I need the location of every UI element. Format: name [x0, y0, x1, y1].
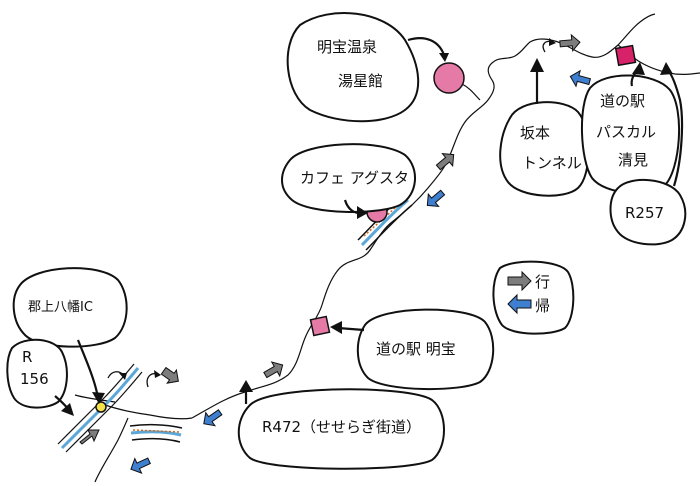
route-road-ic	[104, 404, 193, 420]
label-r257: R257	[625, 204, 664, 222]
label-blob-onsen	[286, 12, 420, 123]
return-arrow	[130, 457, 151, 474]
label-blob-tunnel	[499, 101, 590, 197]
return-arrow	[569, 69, 592, 88]
label-r156-1: R	[22, 348, 32, 366]
legend-go-label: 行	[535, 273, 550, 291]
poi-pascal-marker	[614, 44, 637, 67]
go-arrow	[79, 429, 100, 445]
go-arrow	[559, 33, 581, 53]
label-pascal-2: パスカル	[596, 123, 656, 141]
label-blob-r156	[6, 338, 68, 409]
label-blob-r472	[237, 388, 445, 470]
legend-return-label: 帰	[535, 297, 550, 315]
label-cafe: カフェ アグスタ	[300, 169, 409, 187]
go-arrow	[160, 366, 179, 384]
legend-return-arrow	[507, 293, 532, 315]
river-ic	[60, 367, 140, 450]
label-pascal-3: 清見	[618, 151, 648, 169]
route-road	[94, 417, 129, 483]
label-blob-meiho	[356, 308, 495, 391]
label-r472: R472（せせらぎ街道）	[262, 418, 421, 436]
label-tunnel-2: トンネル	[522, 154, 582, 172]
route-road-r472	[191, 79, 495, 419]
label-pascal-1: 道の駅	[600, 92, 645, 110]
callout-meiho	[337, 326, 365, 332]
route-road-west	[74, 394, 116, 403]
label-tunnel-1: 坂本	[520, 124, 550, 142]
go-arrow	[435, 152, 455, 171]
route-road-onsen-spur	[461, 83, 481, 101]
legend-box	[492, 260, 575, 335]
label-onsen-1: 明宝温泉	[317, 38, 377, 56]
label-blob-r257	[609, 178, 687, 246]
go-arrow	[263, 361, 284, 379]
label-r156-2: 156	[20, 370, 49, 388]
callout-gujo-ic	[76, 339, 100, 399]
ic-marker	[95, 401, 107, 413]
label-blob-gujo-ic	[12, 267, 128, 348]
legend-go-arrow	[507, 270, 532, 292]
bridge-ic	[129, 423, 183, 443]
poi-michinoeki-meiho-marker	[309, 315, 331, 337]
callout-r257	[667, 69, 684, 187]
label-blob-cafe	[281, 143, 417, 213]
river-ic-edge2	[65, 371, 143, 453]
label-onsen-2: 湯星館	[338, 72, 383, 90]
return-arrow	[426, 189, 446, 208]
label-michinoeki-meiho: 道の駅 明宝	[376, 340, 456, 358]
return-arrow	[203, 409, 223, 427]
poi-onsen-marker	[433, 62, 465, 94]
label-gujo-ic: 郡上八幡IC	[28, 300, 93, 315]
